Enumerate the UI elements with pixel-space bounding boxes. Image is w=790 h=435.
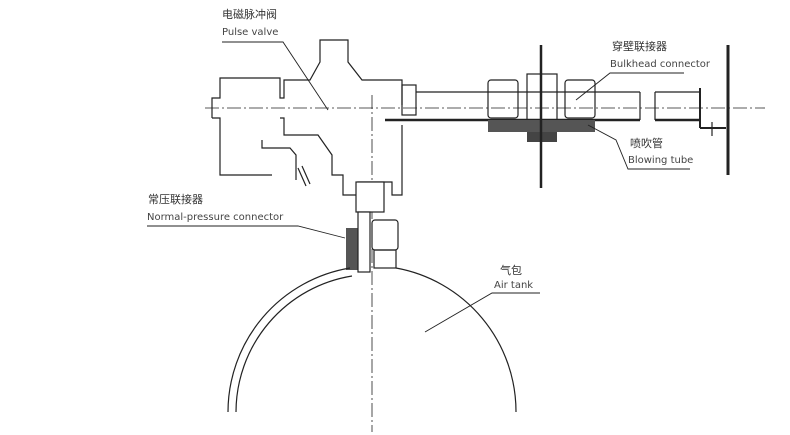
normal-pressure-connector-label-en: Normal-pressure connector <box>147 212 284 223</box>
pulse-valve-label-zh: 电磁脉冲阀 <box>222 8 277 21</box>
blowing-tube-label-en: Blowing tube <box>628 155 694 166</box>
leader-lines <box>147 41 690 333</box>
pulse-valve-label-en: Pulse valve <box>222 27 279 38</box>
pulse-valve <box>211 39 417 196</box>
normal-pressure-connector-label-zh: 常压联接器 <box>148 193 203 206</box>
bulkhead-connector-label-en: Bulkhead connector <box>610 59 711 70</box>
blowing-tube-label-zh: 喷吹管 <box>630 137 663 150</box>
bulkhead-connector-label-zh: 穿壁联接器 <box>612 40 667 53</box>
air-tank <box>227 267 517 413</box>
air-tank-label-en: Air tank <box>494 280 534 291</box>
normal-pressure-connector <box>346 181 399 273</box>
bulkhead-connector <box>487 45 596 188</box>
air-tank-label-zh: 气包 <box>500 264 522 277</box>
